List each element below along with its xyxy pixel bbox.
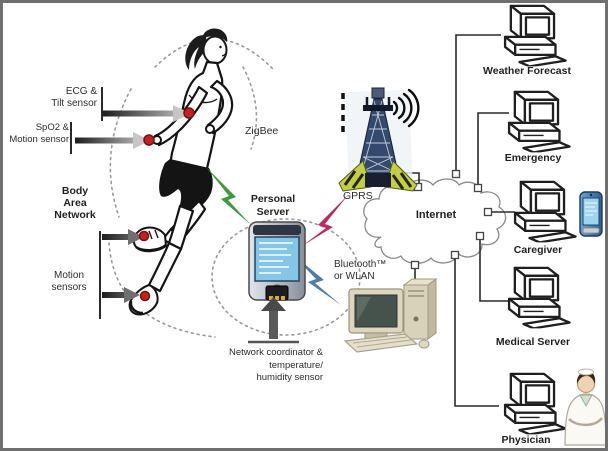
diagram-graphics: [70, 4, 605, 446]
physician-figure: [564, 368, 605, 446]
medical-server-computer-icon: [507, 266, 571, 329]
radio-waves-icon: [392, 88, 420, 128]
medical-server-label: Medical Server: [495, 336, 571, 348]
weather-forecast-label: Weather Forecast: [483, 65, 571, 77]
personal-server-pda-icon: [248, 221, 306, 301]
bluetooth-wlan-label: Bluetooth™ or WLAN: [334, 259, 387, 282]
runner-shorts: [159, 159, 213, 211]
sensor-annotations: [70, 87, 195, 319]
coordinator-pointer-arrow: [248, 297, 299, 344]
ecg-tilt-sensor-label: ECG & Tilt sensor: [51, 86, 97, 109]
internet-label: Internet: [415, 209, 457, 221]
personal-server-label: Personal Server: [250, 193, 296, 218]
runner-figure: [128, 28, 234, 316]
network-coordinator-label: Network coordinator & temperature/ humid…: [229, 347, 323, 383]
cell-tower-icon: [338, 87, 420, 192]
spo2-motion-sensor-label: SpO2 & Motion sensor: [9, 122, 69, 145]
gprs-bolt-icon: [302, 195, 348, 246]
zigbee-label: ZigBee: [245, 125, 279, 137]
body-sensor-dots: [138, 107, 195, 302]
internet-cloud: [363, 178, 507, 265]
physician-label: Physician: [501, 434, 551, 446]
body-area-network-label: Body Area Network: [54, 185, 96, 221]
cloud-connector-ports: [410, 169, 493, 270]
caregiver-label: Caregiver: [513, 244, 563, 256]
gprs-label: GPRS: [343, 190, 373, 202]
desktop-pc-icon: [343, 278, 438, 353]
caregiver-pda-icon: [579, 191, 603, 237]
weather-forecast-computer-icon: [503, 4, 567, 67]
emergency-computer-icon: [507, 90, 571, 153]
physician-computer-icon: [503, 372, 567, 435]
motion-sensors-label: Motion sensors: [51, 270, 87, 293]
runner-ponytail: [185, 35, 207, 70]
caregiver-computer-icon: [513, 180, 577, 243]
emergency-label: Emergency: [504, 152, 562, 164]
